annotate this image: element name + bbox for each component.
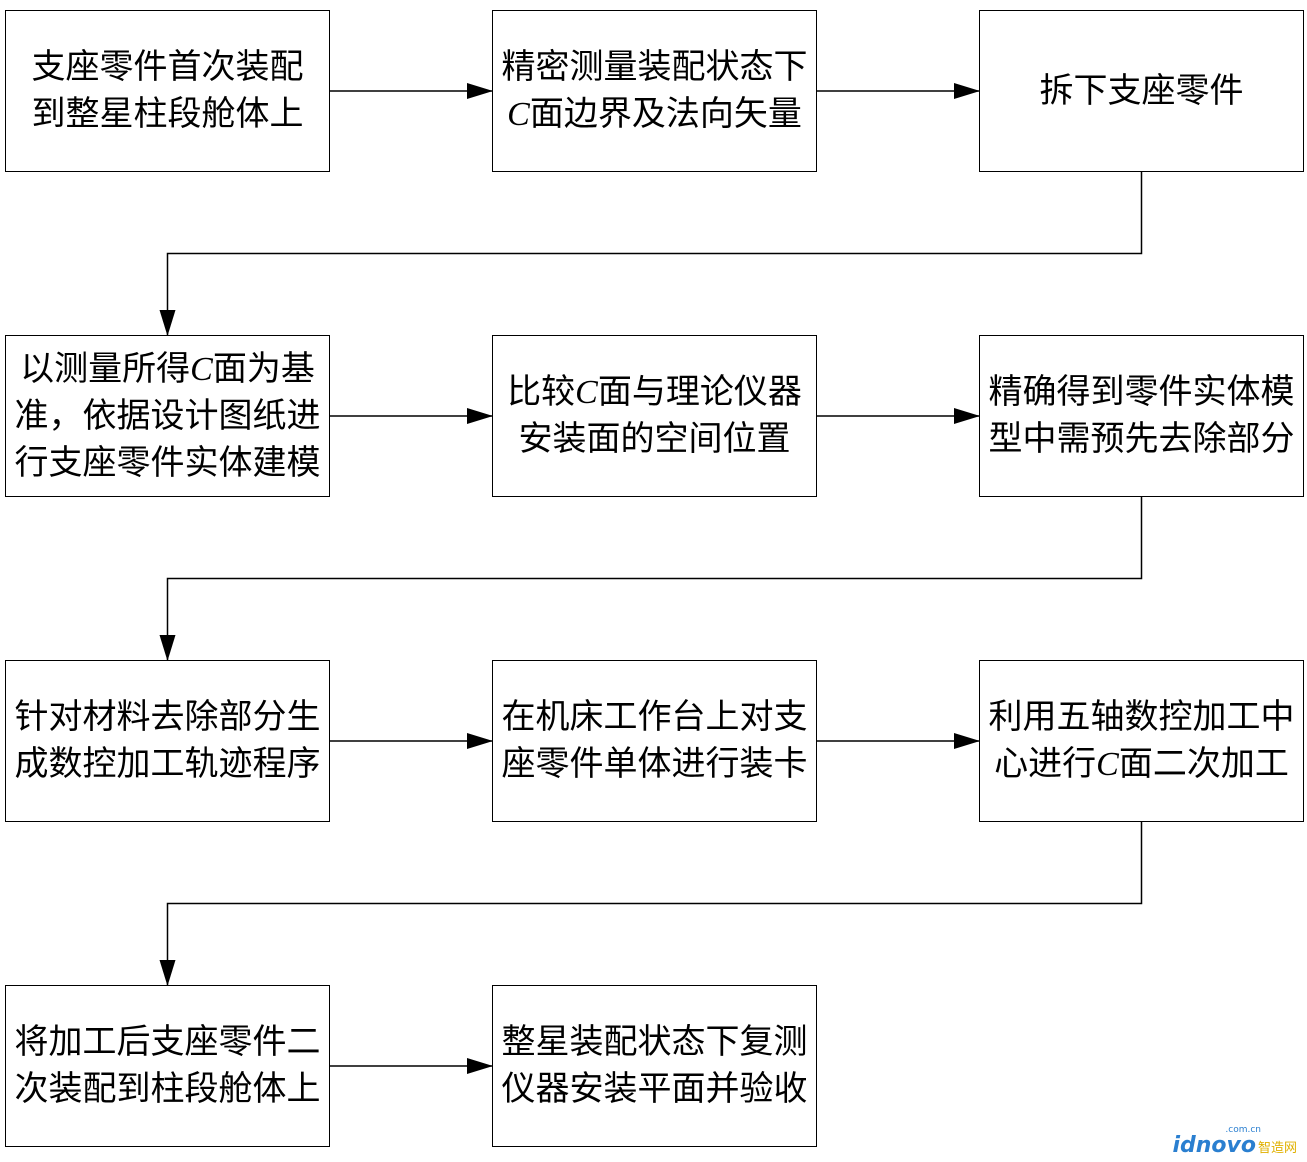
text-segment: 针对材料去除部分生 <box>14 697 321 737</box>
flow-step-text: 利用五轴数控加工中心进行C面二次加工 <box>989 694 1295 788</box>
text-segment: 仪器安装平面并验收 <box>501 1069 808 1109</box>
flow-step-text: 在机床工作台上对支座零件单体进行装卡 <box>502 694 808 788</box>
text-segment: 支座零件首次装配 <box>31 47 304 87</box>
text-segment: 准，依据设计图纸进 <box>14 395 321 436</box>
text-segment: 利用五轴数控加工中 <box>988 697 1295 737</box>
flow-step-line: 仪器安装平面并验收 <box>502 1066 808 1113</box>
text-segment: 到整星柱段舱体上 <box>31 94 304 134</box>
text-segment: 将加工后支座零件二 <box>14 1022 321 1062</box>
flow-step-line: 在机床工作台上对支 <box>502 694 808 741</box>
text-segment: 比较 <box>507 372 576 412</box>
flow-step-10: 将加工后支座零件二次装配到柱段舱体上 <box>5 985 330 1147</box>
flow-step-line: C面边界及法向矢量 <box>502 91 808 138</box>
text-segment: 精密测量装配状态下 <box>501 47 808 87</box>
text-segment: 座零件单体进行装卡 <box>501 744 808 784</box>
surface-c-symbol: C <box>575 374 598 411</box>
flow-step-11: 整星装配状态下复测仪器安装平面并验收 <box>492 985 817 1147</box>
flow-step-line: 整星装配状态下复测 <box>502 1019 808 1066</box>
flow-step-line: 准，依据设计图纸进 <box>15 393 321 440</box>
flow-step-line: 针对材料去除部分生 <box>15 694 321 741</box>
text-segment: 安装面的空间位置 <box>518 419 791 459</box>
flow-step-line: 型中需预先去除部分 <box>989 416 1295 463</box>
flow-step-line: 成数控加工轨迹程序 <box>15 741 321 788</box>
text-segment: 以测量所得 <box>20 348 191 389</box>
flow-step-line: 支座零件首次装配 <box>32 44 304 91</box>
flow-step-line: 次装配到柱段舱体上 <box>15 1066 321 1113</box>
text-segment: 面二次加工 <box>1118 744 1289 784</box>
watermark-brand: idnovo <box>1172 1133 1256 1158</box>
text-segment: 面边界及法向矢量 <box>529 94 802 134</box>
text-segment: 在机床工作台上对支 <box>501 697 808 737</box>
flow-step-9: 利用五轴数控加工中心进行C面二次加工 <box>979 660 1304 822</box>
text-segment: 心进行 <box>994 744 1097 784</box>
flow-step-text: 以测量所得C面为基准，依据设计图纸进行支座零件实体建模 <box>15 346 321 487</box>
flow-step-text: 比较C面与理论仪器安装面的空间位置 <box>507 369 802 463</box>
flow-arrow-3 <box>159 172 1143 336</box>
flow-step-line: 利用五轴数控加工中 <box>989 694 1295 741</box>
flow-step-line: 拆下支座零件 <box>1040 68 1244 115</box>
text-segment: 整星装配状态下复测 <box>501 1022 808 1062</box>
text-segment: 型中需预先去除部分 <box>988 419 1295 459</box>
watermark-cn: 智造网 <box>1257 1141 1297 1156</box>
surface-c-symbol: C <box>190 350 213 388</box>
watermark-domain: .com.cn <box>1225 1125 1261 1135</box>
flow-step-line: 以测量所得C面为基 <box>15 346 321 393</box>
text-segment: 精确得到零件实体模 <box>988 372 1295 412</box>
flow-step-5: 比较C面与理论仪器安装面的空间位置 <box>492 335 817 497</box>
surface-c-symbol: C <box>507 96 530 133</box>
flow-arrow-9 <box>159 822 1143 986</box>
flow-step-4: 以测量所得C面为基准，依据设计图纸进行支座零件实体建模 <box>5 335 330 497</box>
flow-step-8: 在机床工作台上对支座零件单体进行装卡 <box>492 660 817 822</box>
text-segment: 面为基 <box>212 348 315 389</box>
flow-step-text: 支座零件首次装配到整星柱段舱体上 <box>32 44 304 138</box>
flow-step-line: 到整星柱段舱体上 <box>32 91 304 138</box>
text-segment: 成数控加工轨迹程序 <box>14 744 321 784</box>
flow-step-line: 比较C面与理论仪器 <box>507 369 802 416</box>
flow-step-line: 精确得到零件实体模 <box>989 369 1295 416</box>
surface-c-symbol: C <box>1096 746 1119 783</box>
flow-step-text: 将加工后支座零件二次装配到柱段舱体上 <box>15 1019 321 1113</box>
flow-step-text: 整星装配状态下复测仪器安装平面并验收 <box>502 1019 808 1113</box>
flow-step-text: 拆下支座零件 <box>1040 68 1244 115</box>
flow-step-text: 精确得到零件实体模型中需预先去除部分 <box>989 369 1295 463</box>
flow-step-3: 拆下支座零件 <box>979 10 1304 172</box>
flow-step-line: 精密测量装配状态下 <box>502 44 808 91</box>
text-segment: 面与理论仪器 <box>597 372 802 412</box>
flow-step-line: 座零件单体进行装卡 <box>502 741 808 788</box>
text-segment: 次装配到柱段舱体上 <box>14 1069 321 1109</box>
flow-step-line: 将加工后支座零件二 <box>15 1019 321 1066</box>
flow-step-text: 针对材料去除部分生成数控加工轨迹程序 <box>15 694 321 788</box>
flow-step-6: 精确得到零件实体模型中需预先去除部分 <box>979 335 1304 497</box>
flow-step-line: 安装面的空间位置 <box>507 416 802 463</box>
flow-step-line: 心进行C面二次加工 <box>989 741 1295 788</box>
flow-step-7: 针对材料去除部分生成数控加工轨迹程序 <box>5 660 330 822</box>
text-segment: 行支座零件实体建模 <box>14 442 321 483</box>
flow-arrow-6 <box>159 497 1143 661</box>
flow-step-line: 行支座零件实体建模 <box>15 440 321 487</box>
flow-step-1: 支座零件首次装配到整星柱段舱体上 <box>5 10 330 172</box>
text-segment: 拆下支座零件 <box>1039 70 1244 111</box>
